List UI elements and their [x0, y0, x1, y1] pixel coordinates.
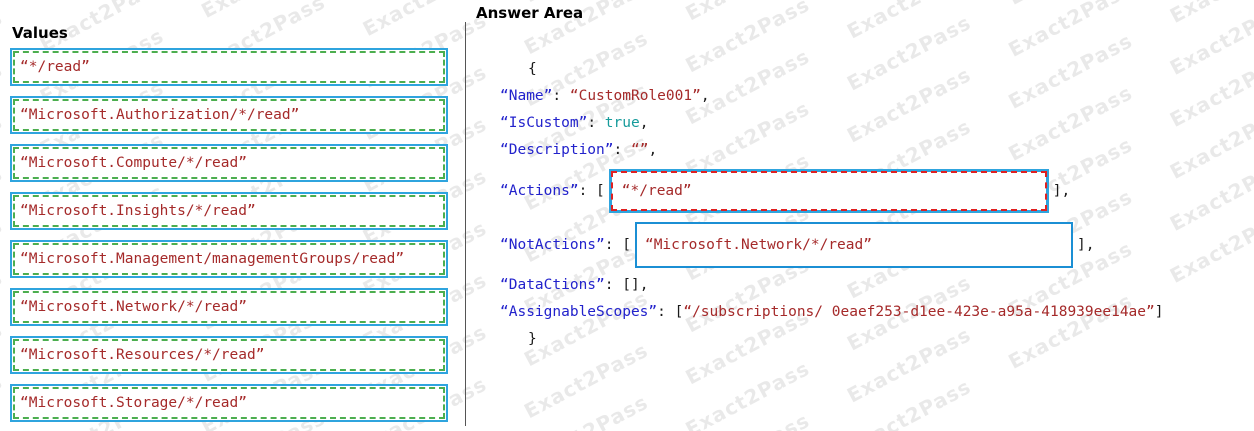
colon: :: [604, 277, 623, 293]
value-box[interactable]: “Microsoft.Authorization/*/read”: [10, 96, 448, 134]
colon: :: [604, 237, 623, 253]
value-assignablescopes: “/subscriptions/ 0eaef253-d1ee-423e-a95a…: [683, 304, 1155, 320]
value-label: “Microsoft.Authorization/*/read”: [20, 107, 300, 123]
value-box[interactable]: “Microsoft.Management/managementGroups/r…: [10, 240, 448, 278]
colon: :: [587, 115, 605, 131]
comma: ,: [639, 115, 649, 131]
value-label: “Microsoft.Insights/*/read”: [20, 203, 256, 219]
watermark-text: Exact2PassExact2PassExact2PassExact2Pass…: [0, 0, 1210, 39]
code-line-actions: “Actions”: [ “*/read”],: [500, 164, 1254, 218]
colon: :: [552, 88, 570, 104]
key-notactions: “NotActions”: [500, 237, 605, 253]
code-line-assignablescopes: “AssignableScopes”: [“/subscriptions/ 0e…: [500, 299, 1254, 326]
bracket-open: [: [622, 237, 631, 253]
comma: ,: [700, 88, 710, 104]
key-iscustom: “IsCustom”: [500, 115, 588, 131]
comma: ,: [648, 142, 658, 158]
code-line-iscustom: “IsCustom”: true,: [500, 110, 1254, 137]
key-actions: “Actions”: [500, 183, 579, 199]
answer-slot-actions[interactable]: “*/read”: [608, 169, 1049, 213]
value-box[interactable]: “Microsoft.Resources/*/read”: [10, 336, 448, 374]
value-box[interactable]: “Microsoft.Compute/*/read”: [10, 144, 448, 182]
value-label: “Microsoft.Storage/*/read”: [20, 395, 247, 411]
value-iscustom: true: [604, 115, 640, 131]
bracket-close: ],: [1052, 183, 1071, 199]
value-datactions: [],: [622, 277, 649, 293]
answer-area-heading: Answer Area: [476, 4, 584, 22]
value-label: “Microsoft.Network/*/read”: [20, 299, 247, 315]
value-label: “Microsoft.Management/managementGroups/r…: [20, 251, 405, 267]
key-description: “Description”: [500, 142, 614, 158]
colon: :: [657, 304, 675, 320]
bracket-open: [: [596, 183, 605, 199]
answer-slot-notactions-value: “Microsoft.Network/*/read”: [644, 237, 872, 253]
code-line-brace-open: {: [500, 56, 1254, 83]
answer-slot-notactions[interactable]: “Microsoft.Network/*/read”: [634, 222, 1073, 268]
role-definition-json: { “Name”: “CustomRole001”, “IsCustom”: t…: [500, 56, 1254, 353]
brace-open: {: [528, 61, 537, 77]
value-box[interactable]: “Microsoft.Network/*/read”: [10, 288, 448, 326]
values-heading: Values: [12, 24, 68, 42]
colon: :: [613, 142, 631, 158]
value-box[interactable]: “*/read”: [10, 48, 448, 86]
vertical-divider: [465, 22, 466, 426]
value-label: “Microsoft.Compute/*/read”: [20, 155, 247, 171]
value-label: “*/read”: [20, 59, 90, 75]
bracket-open: [: [674, 304, 684, 320]
code-line-brace-close: }: [500, 326, 1254, 353]
code-line-description: “Description”: “”,: [500, 137, 1254, 164]
code-line-notactions: “NotActions”: [ “Microsoft.Network/*/read…: [500, 218, 1254, 272]
answer-slot-actions-value: “*/read”: [621, 183, 692, 199]
code-line-datactions: “DataCtions”: [],: [500, 272, 1254, 299]
value-box[interactable]: “Microsoft.Insights/*/read”: [10, 192, 448, 230]
bracket-close: ]: [1154, 304, 1164, 320]
value-label: “Microsoft.Resources/*/read”: [20, 347, 265, 363]
key-datactions: “DataCtions”: [500, 277, 605, 293]
colon: :: [578, 183, 597, 199]
value-description: “”: [630, 142, 649, 158]
value-name: “CustomRole001”: [569, 88, 701, 104]
bracket-close: ],: [1076, 237, 1095, 253]
brace-close: }: [528, 331, 537, 347]
values-list: “*/read” “Microsoft.Authorization/*/read…: [10, 48, 448, 431]
value-box[interactable]: “Microsoft.Storage/*/read”: [10, 384, 448, 422]
key-name: “Name”: [500, 88, 553, 104]
key-assignablescopes: “AssignableScopes”: [500, 304, 658, 320]
code-line-name: “Name”: “CustomRole001”,: [500, 83, 1254, 110]
